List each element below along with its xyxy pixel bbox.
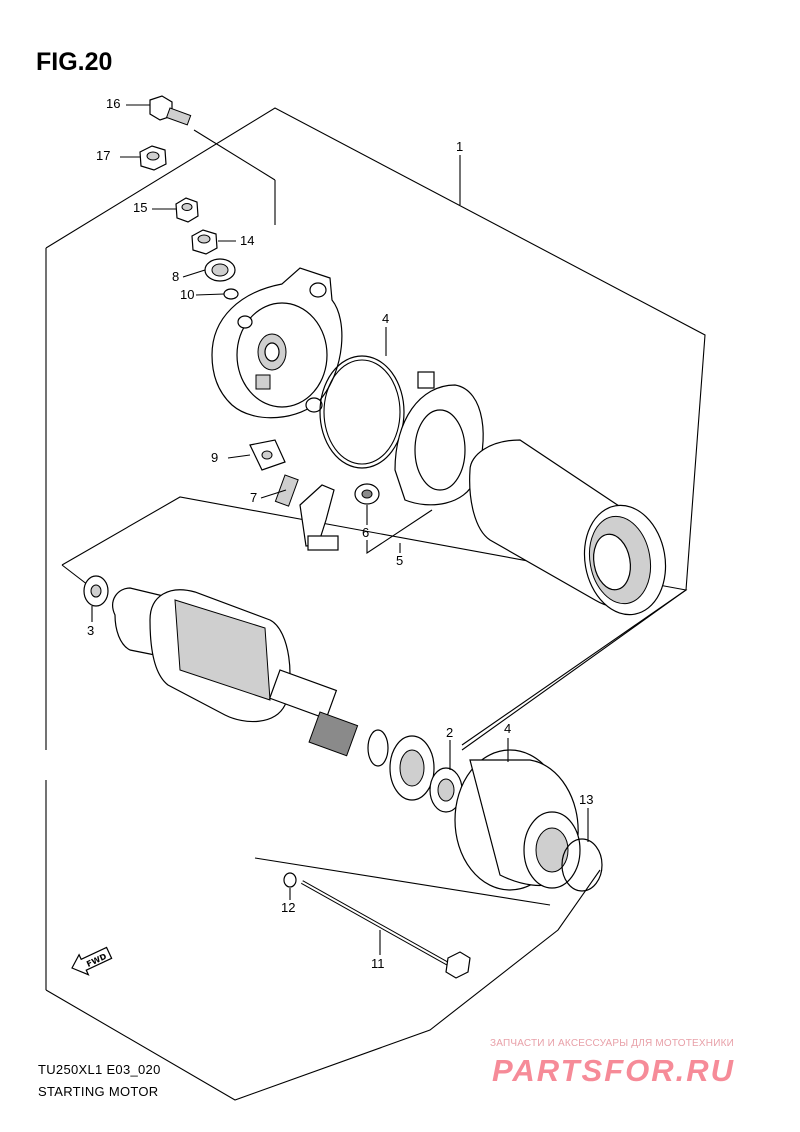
callout-4-upper: 4: [382, 311, 390, 326]
callout-13: 13: [579, 792, 594, 807]
brush-plate-5: [394, 371, 484, 506]
watermark-logo: PARTSFOR.RU: [492, 1053, 736, 1088]
callout-6: 6: [362, 525, 370, 540]
watermark-tagline: ЗАПЧАСТИ И АКСЕССУАРЫ ДЛЯ МОТОТЕХНИКИ: [490, 1038, 735, 1049]
yoke-housing: [469, 439, 667, 616]
armature: [112, 587, 359, 757]
oil-seal-2: [389, 735, 463, 813]
assembly-boundary-lower: [45, 869, 601, 1101]
lower-bracket: [254, 857, 551, 906]
o-ring-12: [283, 872, 297, 888]
o-ring-4-upper: [319, 355, 405, 469]
callout-15: 15: [133, 200, 148, 215]
nut-14: [191, 229, 218, 255]
callout-10: 10: [180, 287, 195, 302]
callout-5: 5: [396, 553, 404, 568]
leader-lines: [91, 104, 589, 955]
assembly-boundary-upper: [45, 107, 706, 751]
rear-cover: [211, 267, 343, 419]
callout-4-lower: 4: [504, 721, 512, 736]
nut-15: [175, 197, 199, 223]
callout-3: 3: [87, 623, 95, 638]
circlip: [367, 729, 389, 767]
long-bolt-11: [301, 880, 471, 979]
callout-1: 1: [456, 139, 464, 154]
callout-16: 16: [106, 96, 121, 111]
callout-11: 11: [371, 956, 385, 971]
nut-17: [139, 145, 167, 171]
front-cover: [454, 749, 581, 891]
figure-title: FIG.20: [36, 48, 113, 76]
fwd-arrow-icon: FWD: [71, 946, 113, 976]
callout-7: 7: [250, 490, 258, 505]
washer-8: [204, 258, 236, 282]
washer-3: [83, 575, 109, 607]
callout-2: 2: [446, 725, 454, 740]
model-code: TU250XL1 E03_020: [38, 1062, 161, 1077]
fwd-label: FWD: [85, 952, 108, 969]
callout-14: 14: [240, 233, 255, 248]
callout-8: 8: [172, 269, 180, 284]
brush-spring-7: [274, 474, 339, 551]
figure-caption: STARTING MOTOR: [38, 1084, 159, 1099]
armature-group-boundary: [61, 496, 688, 746]
bolt-16: [149, 95, 276, 225]
terminal-9: [249, 439, 286, 471]
callout-17: 17: [96, 148, 111, 163]
callout-12: 12: [281, 900, 296, 915]
callout-9: 9: [211, 450, 219, 465]
armature-group-boundary-left: [61, 564, 89, 586]
o-ring-13: [561, 838, 603, 892]
o-ring-10: [223, 288, 239, 300]
bearing-6: [354, 483, 380, 505]
